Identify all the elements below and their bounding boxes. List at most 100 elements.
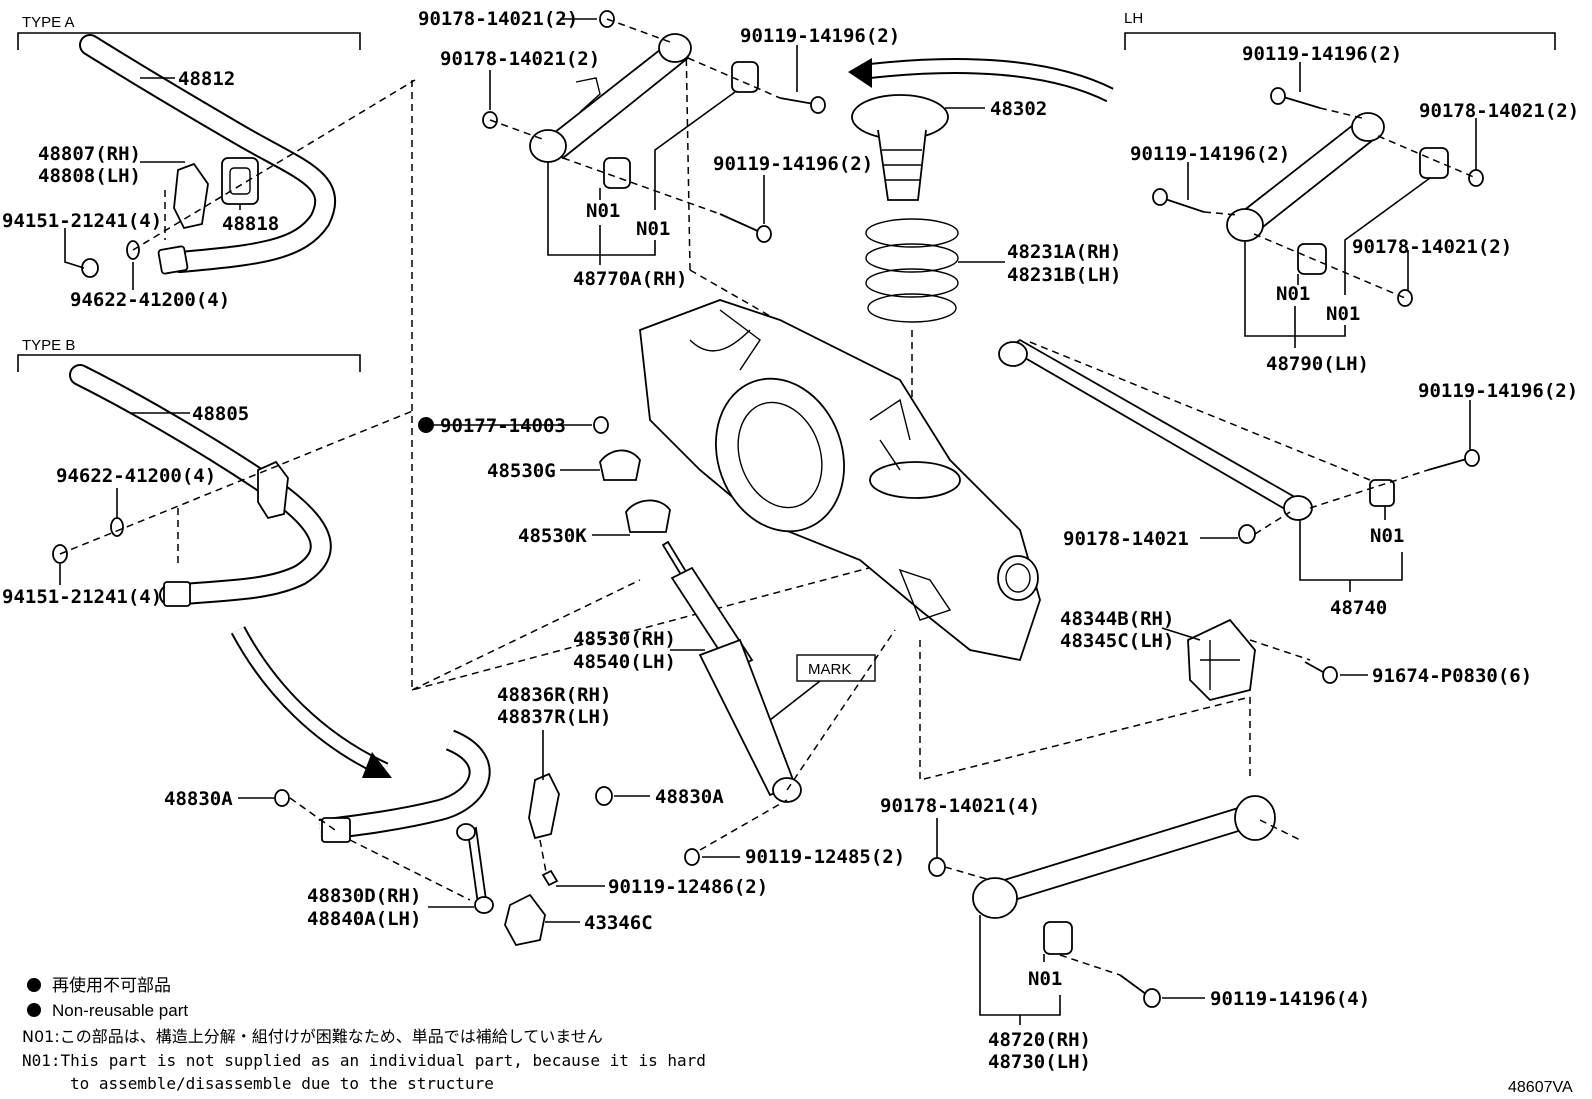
label-90119-4: 90119-14196(4)	[1210, 988, 1370, 1010]
bracket-48344b-group: 48344B(RH) 48345C(LH) 91674-P0830(6)	[919, 608, 1532, 781]
label-90178-4: 90178-14021(4)	[880, 795, 1040, 817]
bolt-91674	[1304, 661, 1324, 673]
lower-arm-group: 90178-14021(4) 90119-14196(4) N01 48720(…	[880, 795, 1370, 1073]
label-48808: 48808(LH)	[38, 165, 141, 187]
direction-arrow-b	[232, 627, 388, 776]
figure-id: 48607VA	[1508, 1079, 1573, 1096]
legend-non-reusable-en: Non-reusable part	[52, 1001, 188, 1020]
label-n01-a: N01	[586, 200, 620, 222]
bolt-lh-90119-a	[1279, 95, 1321, 109]
stabilizer-bar-b	[71, 366, 330, 604]
label-48530g: 48530G	[487, 460, 556, 482]
label-n01-f: N01	[1028, 968, 1062, 990]
label-48830a-left: 48830A	[164, 788, 233, 810]
lh-label: LH	[1124, 10, 1143, 27]
axle-flange	[997, 555, 1039, 601]
stab-bar-end	[321, 817, 351, 843]
upper-arm-rh-group: 90178-14021(2) 90178-14021(2) 90119-1419…	[418, 8, 900, 290]
label-94151-a: 94151-21241(4)	[2, 210, 162, 232]
label-94622-b: 94622-41200(4)	[56, 465, 216, 487]
type-b-label: TYPE B	[22, 337, 75, 354]
bolt-90119-top1	[779, 97, 815, 105]
axle-housing	[639, 299, 1041, 662]
n01-bushing-a	[603, 157, 631, 189]
label-48302: 48302	[990, 98, 1047, 120]
label-48720: 48720(RH)	[988, 1029, 1091, 1051]
n01-bushing-e	[1369, 479, 1395, 507]
nut-lr-90178	[1238, 524, 1256, 544]
label-90119-12486: 90119-12486(2)	[608, 876, 768, 898]
label-48530: 48530(RH)	[573, 628, 676, 650]
label-n01-e: N01	[1370, 525, 1404, 547]
label-48818: 48818	[222, 213, 279, 235]
label-lh-90119-a: 90119-14196(2)	[1242, 43, 1402, 65]
label-48790: 48790(LH)	[1266, 353, 1369, 375]
label-91674: 91674-P0830(6)	[1372, 665, 1532, 687]
type-b-group: TYPE B 48805 94622-41200(4) 94151-21241(…	[2, 337, 416, 778]
legend-non-reusable-jp: 再使用不可部品	[52, 975, 171, 996]
label-n01-c: N01	[1276, 283, 1310, 305]
nut-lh-90178-a	[1468, 169, 1484, 187]
bolt-90119-12485	[684, 848, 700, 866]
upper-arm-lh-group: LH 90119-14196(2) 90178-14021(2) 90119-1…	[1124, 10, 1579, 375]
nut-94151-a	[81, 258, 99, 278]
nut-90177	[593, 416, 609, 434]
cushion-48530k	[625, 499, 671, 533]
label-90178-14021: 90178-14021	[1063, 528, 1189, 550]
coil-spring-48231	[865, 218, 959, 323]
non-reusable-mark	[418, 417, 434, 433]
label-94622-a: 94622-41200(4)	[70, 289, 230, 311]
n01-bushing-c	[1419, 147, 1449, 179]
cushion-48530g	[599, 449, 641, 481]
label-lh-90119-b: 90119-14196(2)	[1130, 143, 1290, 165]
legend-bullet-en	[27, 1003, 41, 1017]
legend-n01-en-2: to assemble/disassemble due to the struc…	[70, 1074, 494, 1093]
bolt-90119-top2	[719, 213, 761, 233]
washer-94622-b	[110, 517, 124, 537]
direction-arrow-top	[861, 59, 1113, 101]
nut-lh-90178-b	[1397, 289, 1413, 307]
link-bracket-48836r	[528, 772, 560, 840]
label-48345c: 48345C(LH)	[1060, 630, 1174, 652]
label-90119-12485: 90119-12485(2)	[745, 846, 905, 868]
label-48344b: 48344B(RH)	[1060, 608, 1174, 630]
bushing-48818	[221, 157, 259, 205]
label-48231b: 48231B(LH)	[1007, 264, 1121, 286]
type-a-label: TYPE A	[22, 14, 75, 31]
label-48740: 48740	[1330, 597, 1387, 619]
lower-arm-48720	[986, 803, 1260, 907]
bracket-43346c	[504, 893, 546, 947]
label-48812: 48812	[178, 68, 235, 90]
label-48830d: 48830D(RH)	[307, 885, 421, 907]
lateral-rod-48740	[1006, 338, 1302, 514]
bracket-48807	[173, 162, 209, 230]
label-48805: 48805	[192, 403, 249, 425]
legend-n01-jp: N01:この部品は、構造上分解・組付けが困難なため、単品では補給していません	[22, 1027, 603, 1046]
label-lh-90178-a: 90178-14021(2)	[1419, 100, 1579, 122]
arm-bushing-b	[658, 33, 692, 63]
spring-seat	[869, 461, 961, 499]
label-n01-d: N01	[1326, 303, 1360, 325]
shock-body-lower	[698, 638, 797, 797]
differential-cover	[715, 377, 845, 533]
legend: 再使用不可部品 Non-reusable part N01:この部品は、構造上分…	[22, 975, 706, 1093]
bushing-48830a-left	[274, 789, 290, 807]
stabilizer-link-group: 48830A 48830A 48836R(RH) 48837R(LH) 4883…	[164, 684, 768, 947]
label-90177: 90177-14003	[440, 415, 566, 437]
legend-bullet-jp	[27, 978, 41, 992]
label-48730: 48730(LH)	[988, 1051, 1091, 1073]
nut-lower-90178	[928, 857, 946, 877]
label-43346c: 43346C	[584, 912, 653, 934]
bolt-lr-90119	[1427, 457, 1471, 471]
label-lh-90119-c: 90119-14196(2)	[1418, 380, 1578, 402]
label-48837r: 48837R(LH)	[497, 706, 611, 728]
label-48530k: 48530K	[518, 525, 587, 547]
bolt-lh-90119-b	[1161, 197, 1205, 213]
label-lh-90178-b: 90178-14021(2)	[1352, 236, 1512, 258]
bar-end-b	[163, 581, 191, 607]
lateral-rod-group: 90119-14196(2) 90178-14021 N01 48740	[998, 338, 1578, 619]
bushing-48830a-right	[595, 786, 613, 806]
type-a-group: TYPE A 48812 48807(RH) 48808(LH) 48818 9…	[2, 14, 416, 311]
label-90178-top2: 90178-14021(2)	[440, 48, 600, 70]
